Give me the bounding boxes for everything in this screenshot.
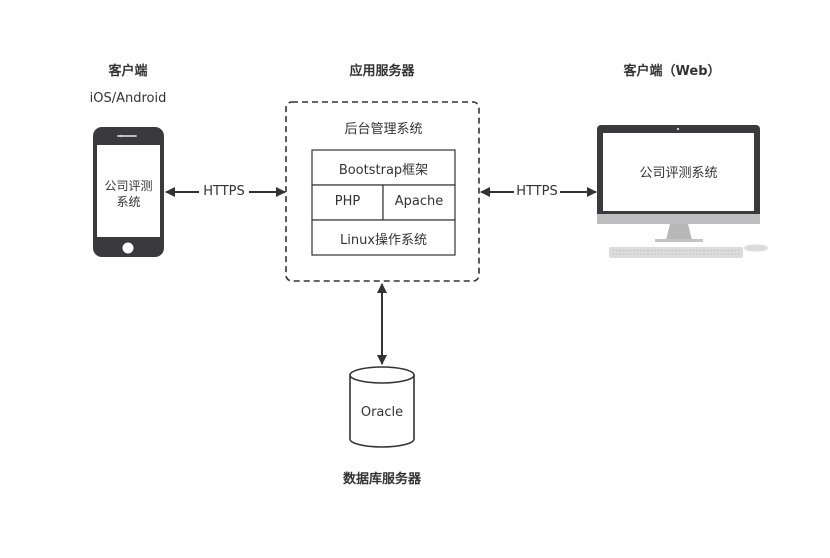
php-box — [311, 184, 384, 221]
phone-screen-text-line1: 公司评测 — [104, 179, 153, 193]
mouse-icon — [744, 244, 768, 252]
client-title: 客户端 — [108, 64, 148, 79]
php-label: PHP — [334, 194, 361, 209]
app-server-group-label: 后台管理系统 — [344, 122, 423, 137]
keyboard-icon — [609, 247, 743, 258]
linux-label: Linux操作系统 — [339, 233, 428, 248]
app-server-container — [285, 101, 480, 282]
database-name: Oracle — [360, 405, 404, 420]
smartphone-icon — [93, 127, 164, 257]
web-client-title: 客户端（Web） — [623, 64, 721, 79]
desktop-monitor-icon — [597, 125, 760, 242]
right-https-label: HTTPS — [516, 184, 558, 199]
monitor-screen-text: 公司评测系统 — [639, 166, 718, 181]
phone-screen-text-line2: 系统 — [116, 195, 141, 209]
apache-box — [382, 184, 456, 221]
app-server-title: 应用服务器 — [349, 64, 415, 79]
client-platform: iOS/Android — [89, 91, 167, 106]
bootstrap-label: Bootstrap框架 — [338, 163, 429, 178]
linux-box — [311, 219, 456, 256]
bootstrap-box — [311, 149, 456, 186]
database-cylinder-icon — [349, 366, 415, 448]
apache-label: Apache — [394, 194, 444, 209]
left-https-label: HTTPS — [203, 184, 245, 199]
database-title: 数据库服务器 — [342, 472, 421, 487]
